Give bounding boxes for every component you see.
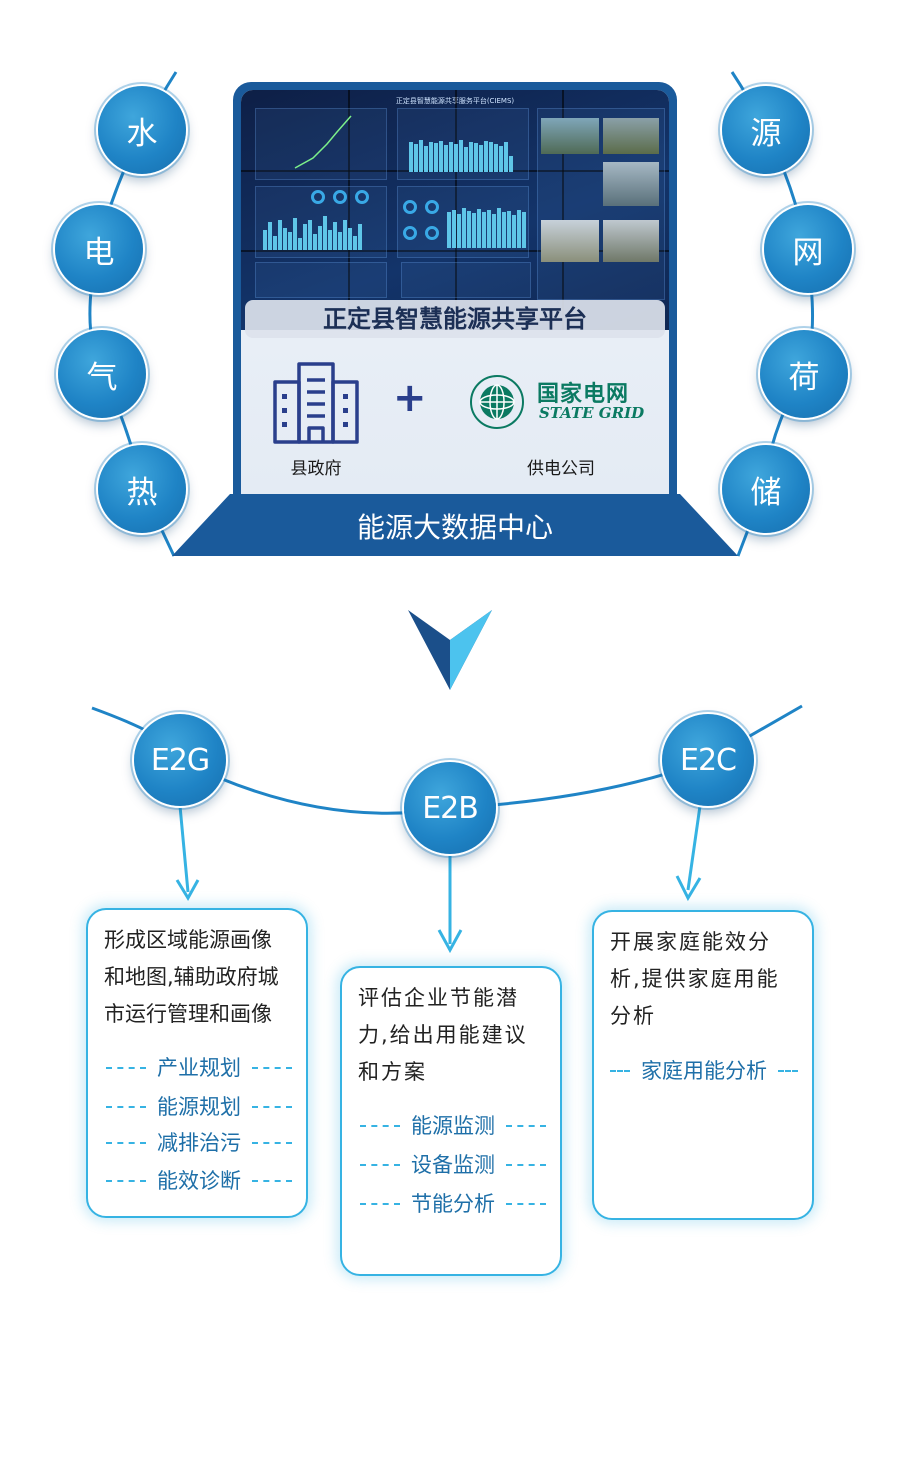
data-center-label: 能源大数据中心 [356,511,553,544]
card-e2c-desc: 开展家庭能效分 析,提供家庭用能 分析 [610,930,780,1028]
card-e2b: 评估企业节能潜 力,给出用能建议 和方案 能源监测 设备监测 节能分析 [340,966,562,1276]
tag-energy-saving-analysis: 节能分析 [411,1192,495,1216]
card-e2c: 开展家庭能效分 析,提供家庭用能 分析 家庭用能分析 [592,910,814,1220]
plus-sign: + [393,375,427,421]
card-e2g: 形成区域能源画像 和地图,辅助政府城 市运行管理和画像 产业规划 能源规划 减排… [86,908,308,1218]
node-gas: 气 [58,330,146,418]
arrow-e2g [178,805,190,893]
platform-panel: 正定县智慧能源共享服务平台(CIEMS) [233,82,677,500]
state-grid-logo-cn: 国家电网 [537,382,630,407]
tag-energy-planning: 能源规划 [157,1095,241,1119]
node-heat: 热 [98,445,186,533]
card-e2b-desc: 评估企业节能潜 力,给出用能建议 和方案 [358,986,528,1084]
tag-energy-monitoring: 能源监测 [411,1114,495,1138]
grid-company-label: 供电公司 [527,459,595,479]
node-water: 水 [98,86,186,174]
tag-household-energy-analysis: 家庭用能分析 [641,1059,767,1083]
node-e2b: E2B [404,762,496,854]
state-grid-logo-icon [470,375,524,429]
node-grid: 网 [764,205,852,293]
down-chevron-icon [408,610,492,690]
node-load: 荷 [760,330,848,418]
screen-title: 正定县智慧能源共享服务平台(CIEMS) [241,96,669,106]
tag-industry-planning: 产业规划 [157,1056,241,1080]
gov-label: 县政府 [290,459,342,479]
tag-equipment-monitoring: 设备监测 [411,1153,495,1177]
tag-emission-reduction: 减排治污 [157,1131,241,1155]
node-source: 源 [722,86,810,174]
node-electricity: 电 [55,205,143,293]
state-grid-logo-en: STATE GRID [539,404,645,422]
node-e2c: E2C [662,714,754,806]
card-e2g-desc: 形成区域能源画像 和地图,辅助政府城 市运行管理和画像 [104,928,279,1026]
platform-base [172,494,738,556]
platform-banner: 正定县智慧能源共享平台 [245,300,665,338]
node-storage: 储 [722,445,810,533]
government-building-icon [273,362,359,444]
tag-efficiency-diagnosis: 能效诊断 [157,1169,241,1193]
dashboard-screenshot: 正定县智慧能源共享服务平台(CIEMS) [241,90,669,330]
arrow-e2c [686,805,702,891]
node-e2g: E2G [134,714,226,806]
